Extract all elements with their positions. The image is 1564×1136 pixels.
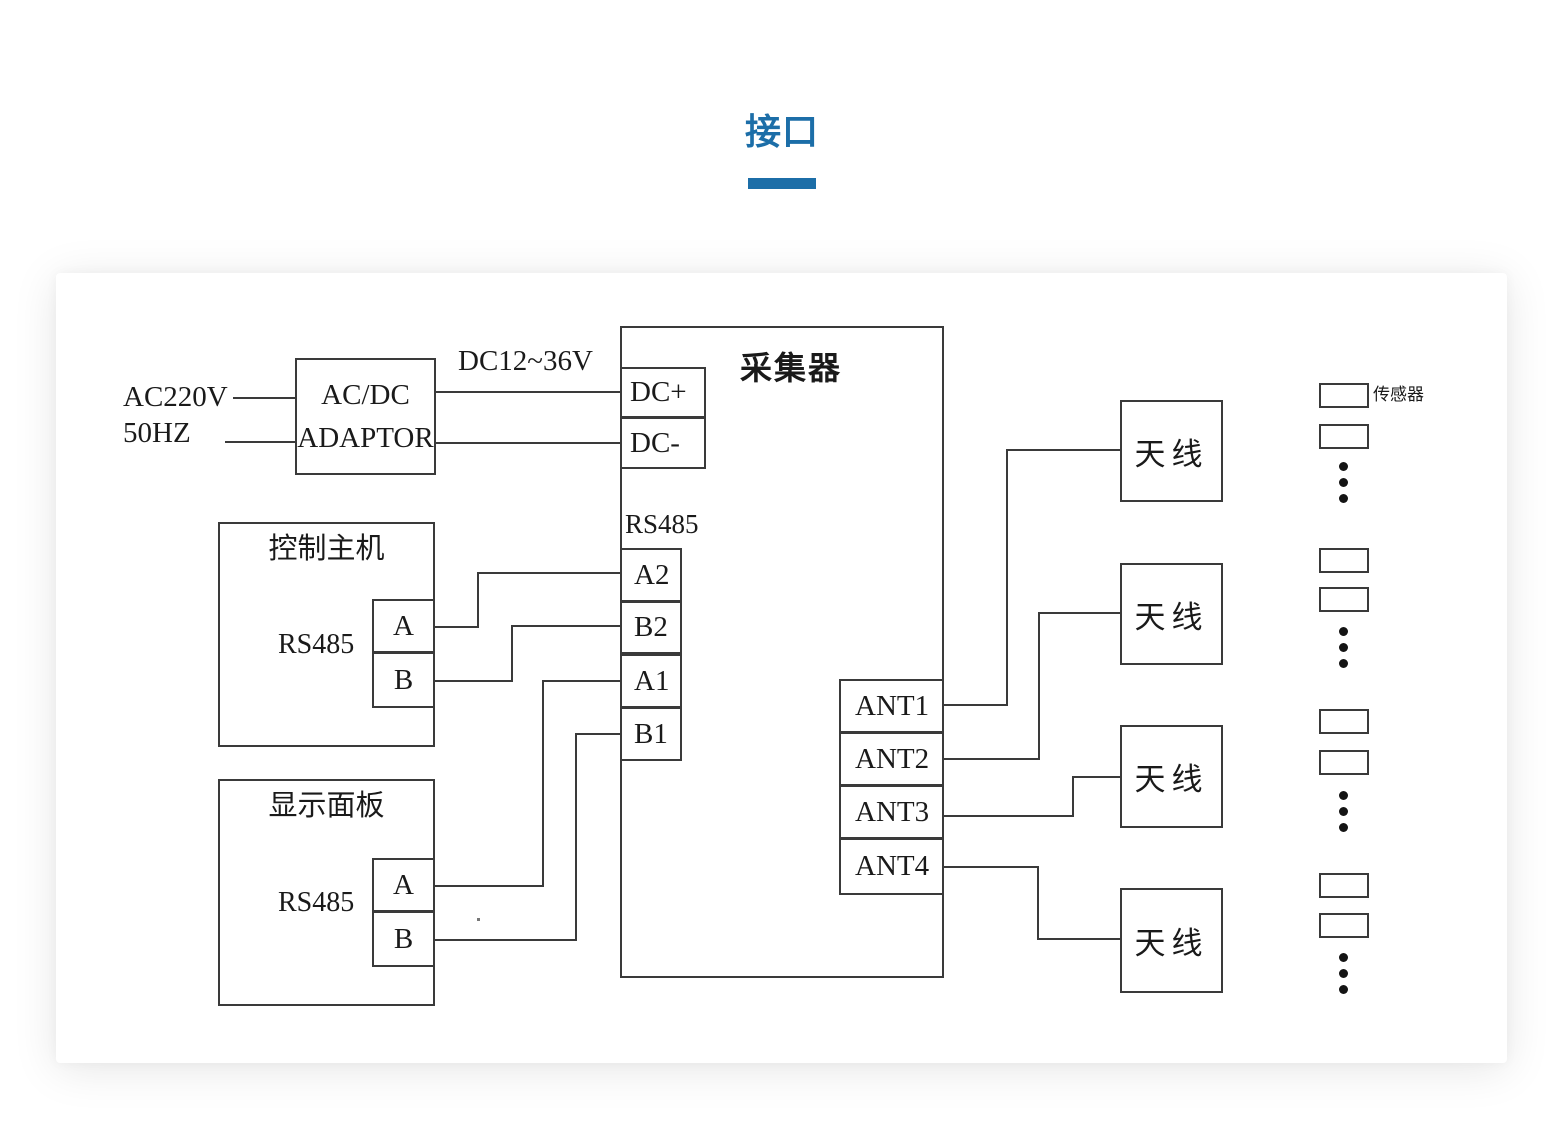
wire-ant3: [944, 776, 1120, 817]
ellipsis-dot: [1339, 627, 1348, 636]
sensor-rect: [1319, 424, 1369, 449]
sensor-rect: [1319, 913, 1369, 938]
dc-output-label: DC12~36V: [458, 345, 593, 377]
wire-host-a-to-a2: [435, 572, 620, 628]
terminal-dc-plus: DC+: [620, 367, 706, 418]
terminal-ant1: ANT1: [839, 679, 944, 733]
adaptor-label-line1: AC/DC: [321, 379, 410, 412]
section-header: 接口: [0, 103, 1564, 155]
terminal-a1: A1: [620, 654, 682, 708]
ac-voltage-label: AC220V: [123, 381, 228, 413]
adaptor-label-line2: ADAPTOR: [297, 421, 434, 454]
wire-panel-b-to-b1: [435, 733, 620, 941]
wiring-svg: [225, 391, 1120, 941]
ellipsis-dot: [1339, 462, 1348, 471]
acdc-adaptor-box: AC/DC ADAPTOR: [295, 358, 436, 475]
ellipsis-dot: [1339, 969, 1348, 978]
collector-rs485-label: RS485: [625, 509, 699, 539]
stray-dot-artifact: [477, 918, 480, 921]
antenna-box-2: 天线: [1120, 563, 1223, 665]
antenna-box-1: 天线: [1120, 400, 1223, 502]
terminal-ant3: ANT3: [839, 785, 944, 839]
ellipsis-dot: [1339, 478, 1348, 487]
sensor-rect: [1319, 587, 1369, 612]
ellipsis-dot: [1339, 953, 1348, 962]
ellipsis-dot: [1339, 807, 1348, 816]
ellipsis-dot: [1339, 985, 1348, 994]
page-title: 接口: [744, 111, 819, 152]
wire-ant2: [944, 612, 1120, 760]
sensor-rect: [1319, 709, 1369, 734]
diagram-panel: AC220V 50HZ AC/DC ADAPTOR DC12~36V 采集器 R…: [56, 273, 1507, 1063]
terminal-dc-minus: DC-: [620, 417, 706, 469]
ellipsis-dot: [1339, 494, 1348, 503]
ac-frequency-label: 50HZ: [123, 417, 191, 449]
terminal-ant2: ANT2: [839, 732, 944, 786]
sensor-rect: [1319, 383, 1369, 408]
ellipsis-dot: [1339, 823, 1348, 832]
ellipsis-dot: [1339, 659, 1348, 668]
collector-title: 采集器: [740, 350, 843, 386]
wire-ant4: [944, 866, 1120, 940]
control-host-rs485-label: RS485: [278, 629, 355, 660]
terminal-a2: A2: [620, 548, 682, 602]
sensor-rect: [1319, 750, 1369, 775]
antenna-box-3: 天线: [1120, 725, 1223, 828]
wire-host-b-to-b2: [435, 625, 620, 682]
title-underline-bar: [748, 178, 816, 189]
control-host-terminal-a: A: [372, 599, 435, 653]
terminal-ant4: ANT4: [839, 838, 944, 895]
wire-ant1: [944, 449, 1120, 706]
sensor-rect: [1319, 873, 1369, 898]
terminal-b2: B2: [620, 601, 682, 654]
control-host-terminal-b: B: [372, 652, 435, 708]
sensor-rect: [1319, 548, 1369, 573]
ellipsis-dot: [1339, 791, 1348, 800]
sensor-label: 传感器: [1373, 385, 1424, 404]
ellipsis-dot: [1339, 643, 1348, 652]
antenna-box-4: 天线: [1120, 888, 1223, 993]
display-panel-terminal-b: B: [372, 911, 435, 967]
control-host-title: 控制主机: [268, 533, 385, 565]
wire-panel-a-to-a1: [435, 680, 620, 887]
display-panel-title: 显示面板: [268, 790, 385, 822]
display-panel-rs485-label: RS485: [278, 887, 355, 918]
terminal-b1: B1: [620, 707, 682, 761]
display-panel-terminal-a: A: [372, 858, 435, 912]
